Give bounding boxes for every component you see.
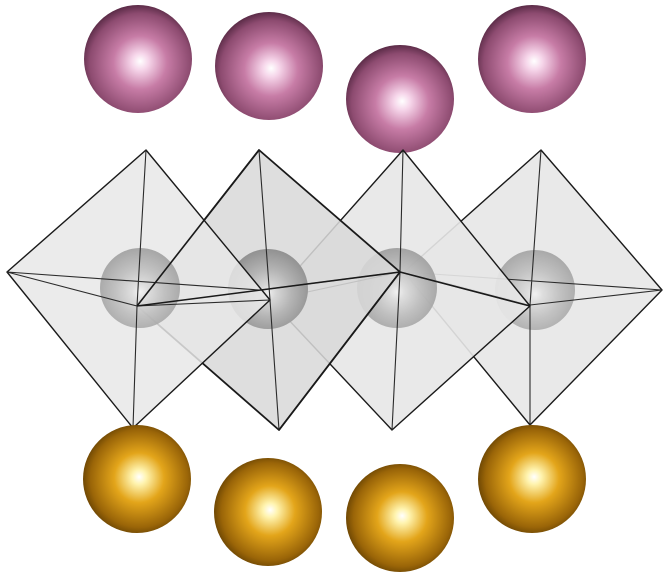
top-atom-layer bbox=[84, 5, 586, 153]
bottom-atom-2 bbox=[214, 458, 322, 566]
bottom-atom-3 bbox=[346, 464, 454, 572]
center-atom-1 bbox=[100, 248, 180, 328]
octahedra-layer bbox=[6, 149, 663, 431]
top-atom-2 bbox=[215, 12, 323, 120]
top-atom-3 bbox=[346, 45, 454, 153]
bottom-atom-1 bbox=[83, 425, 191, 533]
bottom-atom-4 bbox=[478, 425, 586, 533]
octahedron-1 bbox=[6, 149, 271, 429]
top-atom-4 bbox=[478, 5, 586, 113]
bottom-atom-layer bbox=[83, 425, 586, 572]
top-atom-1 bbox=[84, 5, 192, 113]
